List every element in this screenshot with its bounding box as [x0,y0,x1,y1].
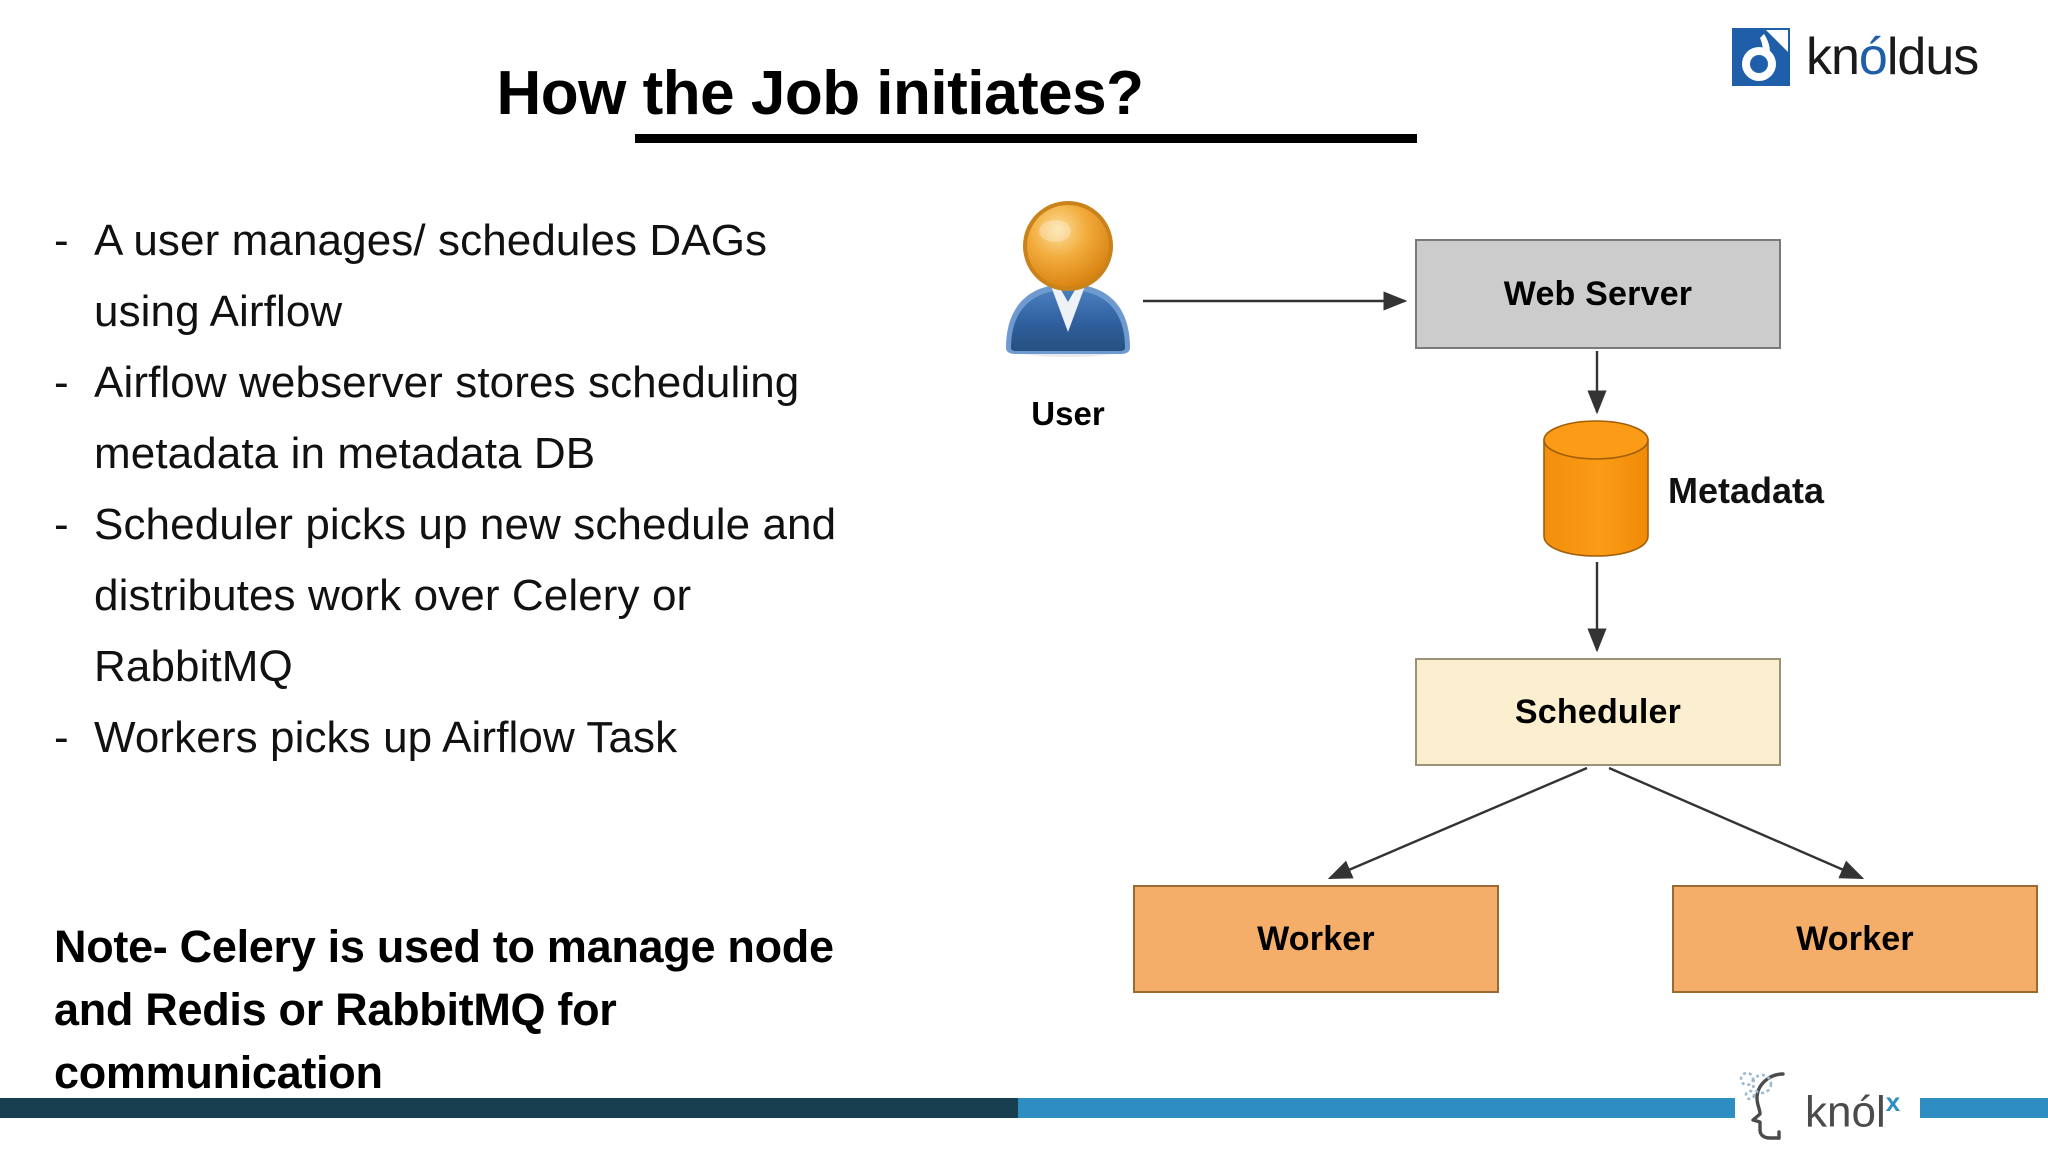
footer-bar-dark [0,1098,1018,1118]
node-web-server-label: Web Server [1503,274,1693,313]
list-item: - Workers picks up Airflow Task [54,702,884,773]
head-gear-icon [1735,1064,1809,1149]
node-scheduler[interactable]: Scheduler [1415,658,1781,766]
knolx-prefix: kn [1805,1087,1852,1137]
page-title: How the Job initiates? [496,59,1144,128]
knolx-suffix: l [1875,1087,1886,1137]
list-item: - Scheduler picks up new schedule and di… [54,489,884,702]
node-metadata-cylinder[interactable] [1541,418,1651,558]
bullet-marker: - [54,216,69,265]
bullet-text: Scheduler picks up new schedule and dist… [94,500,837,691]
knolx-accent: ó [1851,1087,1876,1137]
bullet-text: Airflow webserver stores scheduling meta… [94,358,800,478]
bullet-text: Workers picks up Airflow Task [94,713,678,762]
node-worker-right[interactable]: Worker [1672,885,2038,993]
node-web-server[interactable]: Web Server [1415,239,1781,349]
node-worker-left-label: Worker [1257,919,1375,958]
knoldus-logo-mark-icon [1730,26,1792,88]
wordmark-suffix: ldus [1886,28,1979,86]
wordmark-prefix: kn [1806,28,1860,86]
connector-scheduler-to-worker-left [1327,766,1588,880]
user-avatar-icon [993,198,1143,358]
note-text: Note- Celery is used to manage node and … [54,921,834,1098]
user-label: User [1031,395,1105,432]
knolx-footer-logo: knólx [1735,1060,1920,1152]
connector-scheduler-to-worker-right [1608,766,1865,880]
knoldus-wordmark: knóldus [1806,28,1979,86]
bullet-marker: - [54,500,69,549]
title-underline [635,134,1417,143]
wordmark-accent: ó [1858,28,1888,86]
node-scheduler-label: Scheduler [1514,692,1682,731]
bullet-text: A user manages/ schedules DAGs using Air… [94,216,768,336]
node-metadata-label: Metadata [1668,470,1825,511]
list-item: - Airflow webserver stores scheduling me… [54,347,884,489]
node-worker-right-label: Worker [1796,919,1914,958]
list-item: - A user manages/ schedules DAGs using A… [54,205,884,347]
knolx-superscript: x [1885,1087,1901,1118]
node-worker-left[interactable]: Worker [1133,885,1499,993]
bullet-marker: - [54,358,69,407]
knoldus-brand-logo: knóldus [1730,22,2020,92]
bullet-marker: - [54,713,69,762]
knolx-wordmark: knólx [1805,1089,1900,1135]
bullet-list: - A user manages/ schedules DAGs using A… [54,205,884,773]
